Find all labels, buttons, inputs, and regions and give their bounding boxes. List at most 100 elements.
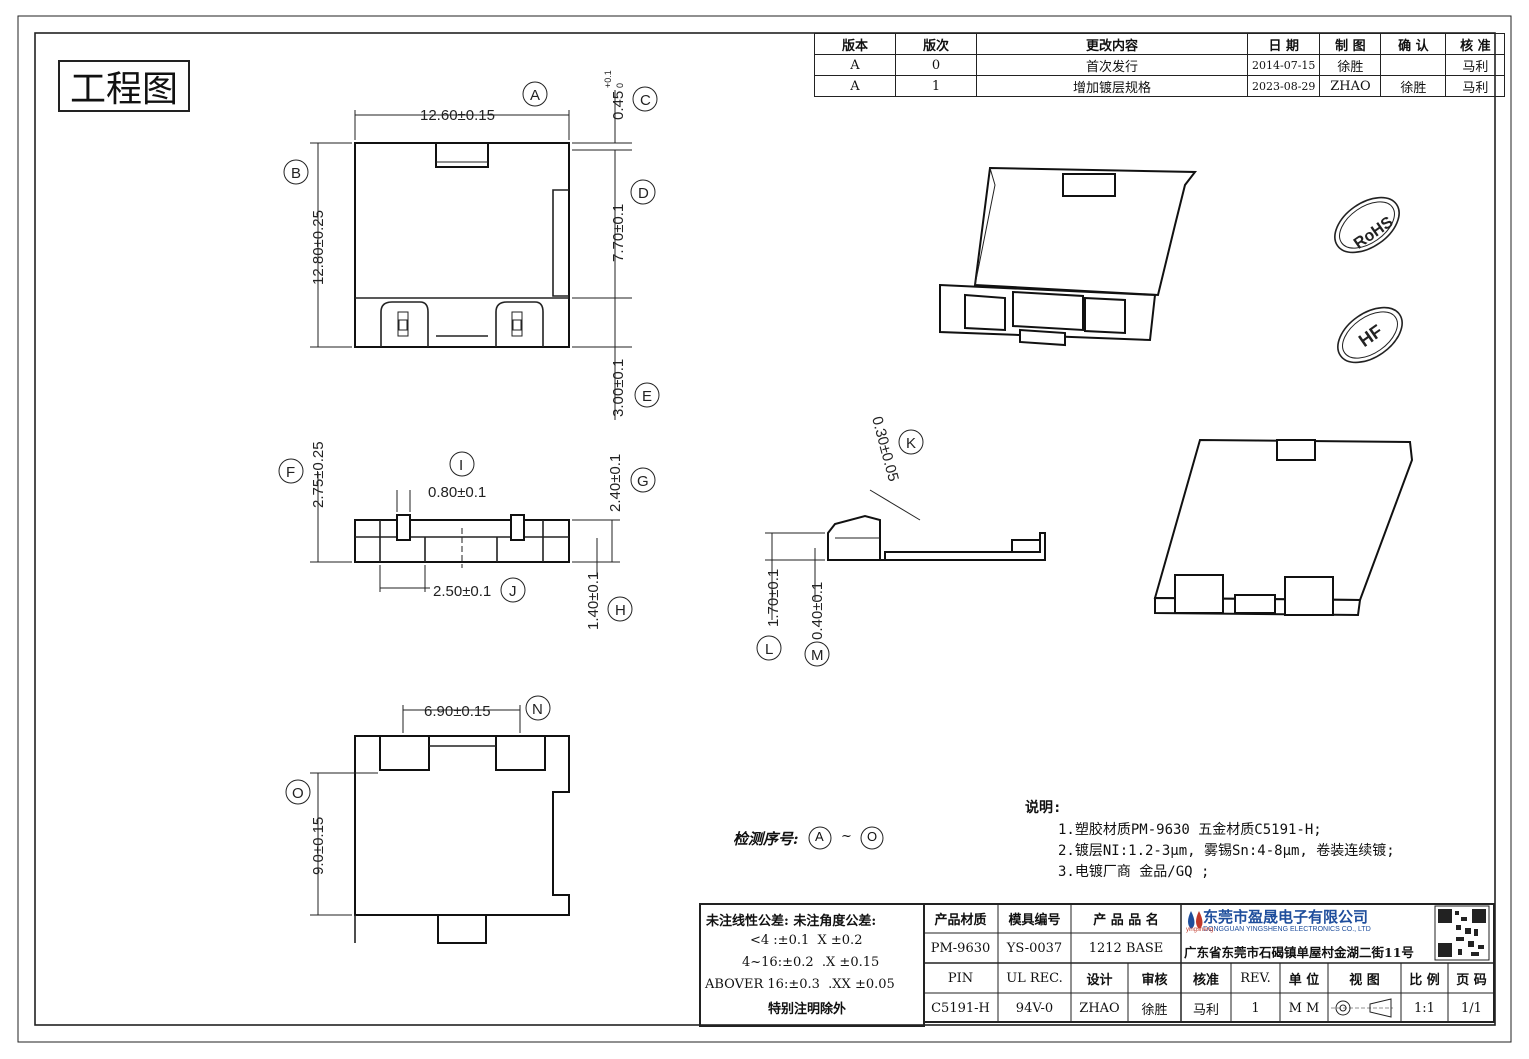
note-item-1: 1.塑胶材质PM-9630 五金材质C5191-H; — [1058, 822, 1322, 838]
dim-c-text: 0.45 — [610, 91, 627, 120]
revision-row: A 1 增加镀层规格 2023-08-29 ZHAO 徐胜 马利 — [814, 75, 1506, 97]
tb-name: 1212 BASE — [1088, 940, 1164, 956]
tb-design: ZHAO — [1079, 1000, 1120, 1016]
svg-text:A: A — [530, 87, 540, 104]
iso-view-top — [939, 166, 1198, 347]
tb-h-mold: 模具编号 — [1008, 912, 1061, 928]
rev-h-confirm: 确 认 — [1380, 33, 1447, 55]
tb-rev: 1 — [1251, 1000, 1260, 1016]
inspection-from: A — [815, 829, 824, 844]
front-view — [310, 472, 620, 592]
svg-text:N: N — [532, 701, 543, 718]
svg-text:M: M — [811, 647, 824, 664]
balloon-c: C — [632, 86, 658, 112]
side-view — [765, 489, 1046, 620]
title-stamp-label: 工程图 — [69, 69, 178, 110]
balloon-a: A — [522, 81, 548, 107]
note-item-2: 2.镀层NI:1.2-3μm, 雾锡Sn:4-8μm, 卷装连续镀; — [1058, 843, 1395, 859]
dim-i-text: 0.80±0.1 — [428, 484, 486, 501]
tb-h-scale: 比 例 — [1409, 972, 1440, 988]
dim-j-text: 2.50±0.1 — [433, 583, 491, 600]
rev-cell: 2014-07-15 — [1246, 54, 1321, 76]
dim-a-text: 12.60±0.15 — [420, 107, 495, 124]
dim-e-text: 3.00±0.1 — [610, 359, 627, 417]
rev-cell: 徐胜 — [1319, 54, 1382, 76]
hf-stamp — [1337, 306, 1403, 364]
rev-h-edition: 版次 — [895, 33, 977, 55]
bottom-view — [310, 705, 570, 944]
rev-cell: ZHAO — [1319, 75, 1382, 97]
tb-ul: 94V-0 — [1015, 1000, 1054, 1016]
tb-approve: 马利 — [1192, 1002, 1219, 1018]
balloon-f: F — [278, 458, 304, 484]
dim-n-text: 6.90±0.15 — [424, 703, 491, 720]
rev-cell: 首次发行 — [976, 54, 1248, 76]
dim-h-text: 1.40±0.1 — [585, 572, 602, 630]
balloon-m: M — [804, 641, 830, 667]
tb-h-review: 审核 — [1141, 972, 1168, 988]
inspection-sep: ~ — [841, 829, 852, 844]
dim-o-text: 9.0±0.15 — [310, 817, 327, 875]
notes-heading: 说明: — [1025, 800, 1062, 816]
tb-h-ul: UL REC. — [1006, 970, 1063, 986]
company-name-cn: 东莞市盈晟电子有限公司 — [1203, 908, 1369, 926]
svg-text:F: F — [286, 464, 295, 481]
tb-h-pin: PIN — [947, 970, 974, 986]
balloon-n: N — [525, 695, 551, 721]
balloon-e: E — [634, 382, 660, 408]
balloon-d: D — [630, 179, 656, 205]
company-address: 广东省东莞市石碣镇单屋村金湖二街11号 — [1184, 945, 1414, 960]
company-name-en: DONGGUAN YINGSHENG ELECTRONICS CO., LTD — [1203, 926, 1371, 933]
revision-row: A 0 首次发行 2014-07-15 徐胜 马利 — [814, 54, 1506, 76]
balloon-o: O — [285, 779, 311, 805]
dim-k-text: 0.30±0.05 — [868, 415, 902, 484]
balloon-h: H — [607, 596, 633, 622]
tb-review: 徐胜 — [1141, 1002, 1168, 1018]
title-stamp: 工程图 — [58, 60, 190, 112]
svg-text:G: G — [637, 473, 649, 490]
tb-h-material: 产品材质 — [934, 912, 987, 928]
tolerance-header: 未注线性公差: 未注角度公差: — [706, 914, 877, 929]
svg-text:L: L — [765, 641, 773, 658]
tb-material: PM-9630 — [930, 940, 991, 956]
tb-unit: M M — [1288, 1000, 1320, 1016]
dim-c-tol-upper: +0.1 — [603, 70, 613, 88]
hf-text: HF — [1355, 321, 1386, 351]
revision-table: 版本 版次 更改内容 日 期 制 图 确 认 核 准 A 0 首次发行 2014… — [814, 33, 1506, 97]
dim-m-text: 0.40±0.1 — [809, 582, 826, 640]
tb-h-rev: REV. — [1240, 970, 1271, 986]
tb-h-view: 视 图 — [1349, 972, 1380, 988]
iso-view-bottom — [1153, 438, 1414, 617]
balloon-l: L — [756, 635, 782, 661]
rev-cell: 增加镀层规格 — [976, 75, 1248, 97]
dim-g-text: 2.40±0.1 — [607, 454, 624, 512]
inspection-to: O — [867, 829, 878, 844]
svg-text:C: C — [640, 92, 651, 109]
tb-h-approve: 核准 — [1192, 972, 1219, 988]
tb-page: 1/1 — [1461, 1000, 1482, 1016]
tb-h-page: 页 码 — [1456, 972, 1487, 988]
dim-b-text: 12.80±0.25 — [310, 210, 327, 285]
tb-h-design: 设计 — [1086, 972, 1113, 988]
rev-h-date: 日 期 — [1246, 33, 1321, 55]
rev-h-approve: 核 准 — [1445, 33, 1506, 55]
title-block-grid — [923, 903, 1495, 1023]
rev-cell: 马利 — [1445, 75, 1506, 97]
company-logo-text: yingsheng — [1186, 927, 1214, 933]
tolerance-line-lt4: <4 :±0.1 X ±0.2 — [750, 933, 863, 948]
top-view — [310, 90, 632, 420]
note-item-3: 3.电镀厂商 金品/GQ ; — [1058, 864, 1210, 880]
rev-cell: 1 — [895, 75, 977, 97]
rev-cell: A — [814, 75, 896, 97]
svg-text:E: E — [642, 388, 652, 405]
rev-h-draw: 制 图 — [1319, 33, 1382, 55]
rev-cell: 徐胜 — [1380, 75, 1447, 97]
rev-cell: 2023-08-29 — [1246, 75, 1321, 97]
dim-f-text: 2.75±0.25 — [310, 441, 327, 508]
balloon-g: G — [630, 467, 656, 493]
rohs-stamp — [1334, 196, 1400, 254]
svg-text:J: J — [509, 583, 517, 600]
balloon-i: I — [449, 451, 475, 477]
tolerance-line-4-16: 4~16:±0.2 .X ±0.15 — [742, 955, 880, 970]
